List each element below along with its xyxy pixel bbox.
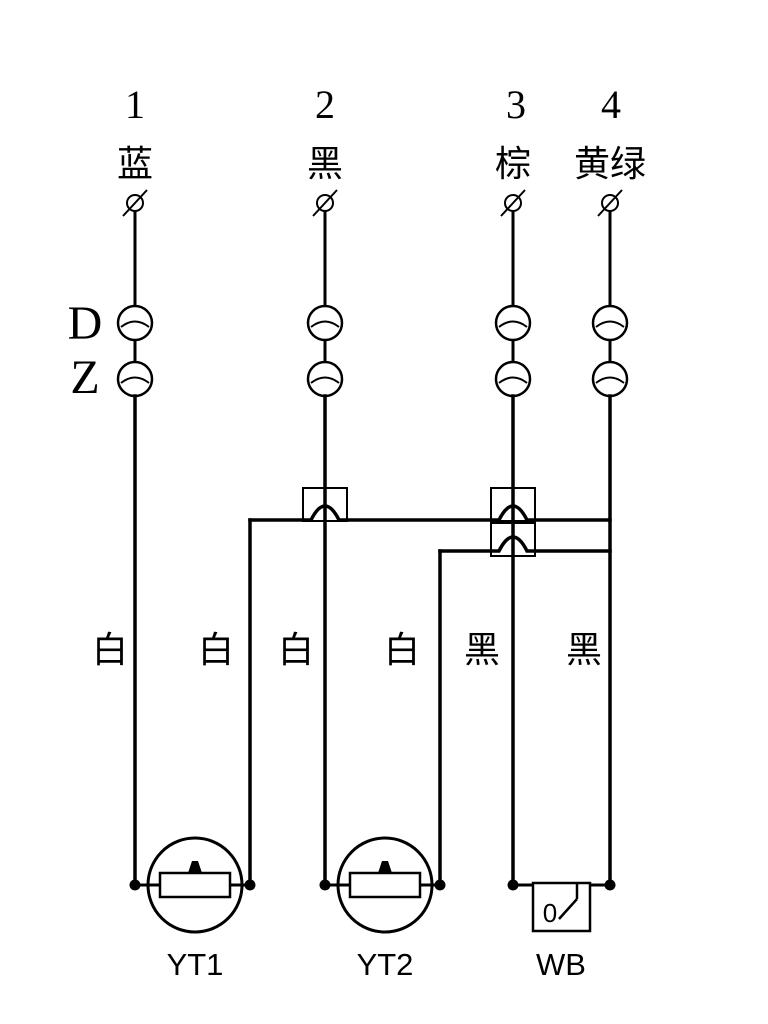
component-yt2: YT2: [319, 836, 446, 982]
solenoid-armature-icon: [188, 861, 202, 873]
solenoid-coil: [348, 871, 422, 899]
terminal-connector-icon: [591, 304, 629, 398]
wire-color-label-4: 黄绿: [574, 144, 646, 185]
junction-dot: [244, 879, 256, 891]
wire-color-label-2: 黑: [307, 144, 343, 185]
wire-label-white-4: 白: [384, 630, 420, 671]
crossover-junction-area: [248, 487, 612, 887]
component-label-wb: WB: [536, 947, 586, 982]
terminal-connector-icon: [306, 304, 344, 398]
component-wb: 0 WB: [507, 879, 616, 982]
crossover-box-line3-lower: [490, 522, 536, 557]
return-wire-yt2: [438, 535, 612, 553]
terminal-connector-icon: [494, 304, 532, 398]
crossover-box-line2: [302, 487, 348, 522]
wire-label-white-1: 白: [92, 630, 128, 671]
component-label-yt2: YT2: [357, 947, 414, 982]
terminal-connector-icon: [116, 304, 154, 398]
junction-dot: [507, 879, 519, 891]
supply-column-3: 3 棕: [494, 82, 532, 887]
crossover-box-line3-upper: [490, 487, 536, 522]
junction-dot: [319, 879, 331, 891]
wire-label-black-2: 黑: [566, 630, 602, 671]
solenoid-body: [336, 836, 434, 934]
solenoid-coil: [158, 871, 232, 899]
switch-body: [531, 881, 592, 933]
supply-column-2: 2 黑: [306, 82, 344, 887]
switch-contact-blade: [558, 898, 578, 920]
supply-column-1: 1 蓝: [116, 82, 154, 887]
junction-dot: [604, 879, 616, 891]
terminal-block-label-top: D: [68, 297, 103, 350]
junction-dot: [129, 879, 141, 891]
junction-dot: [434, 879, 446, 891]
wire-label-black-1: 黑: [464, 630, 500, 671]
component-label-yt1: YT1: [167, 947, 224, 982]
terminal-block-label-bottom: Z: [70, 351, 99, 404]
switch-position-mark: 0: [543, 898, 557, 928]
solenoid-armature-icon: [378, 861, 392, 873]
column-number-3: 3: [506, 82, 526, 127]
column-number-4: 4: [601, 82, 621, 127]
component-yt1: YT1: [129, 836, 256, 982]
column-number-2: 2: [315, 82, 335, 127]
wire-color-label-1: 蓝: [117, 144, 153, 185]
wire-label-white-3: 白: [278, 630, 314, 671]
wire-color-label-3: 棕: [495, 144, 531, 185]
solenoid-body: [146, 836, 244, 934]
column-number-1: 1: [125, 82, 145, 127]
lower-wire-labels: 白 白 白 白 黑 黑: [92, 630, 602, 671]
wire-label-white-2: 白: [198, 630, 234, 671]
supply-column-4: 4 黄绿: [574, 82, 646, 887]
return-wire-yt1: [248, 504, 612, 522]
